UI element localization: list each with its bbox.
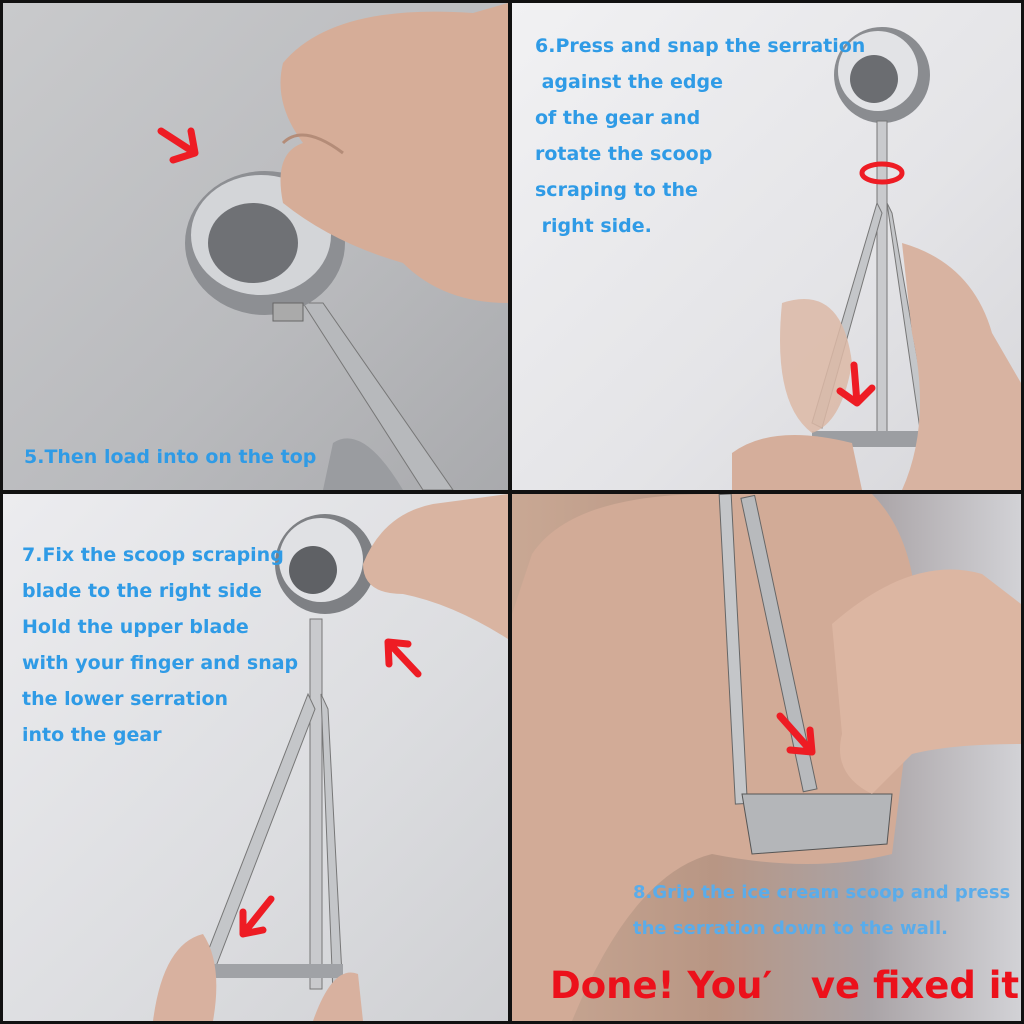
caption-line: 7.Fix the scoop scraping [22,544,284,566]
arrow-icon [239,895,275,938]
caption-line: 6.Press and snap the serration [535,35,866,57]
step6-photo [732,27,1021,490]
caption-line: scraping to the [535,179,698,201]
caption-line: into the gear [22,724,162,746]
arrow-icon [776,712,816,756]
step5-photo [157,3,508,490]
done-message: Done! You′ ve fixed it! [550,964,1021,1007]
step5-caption: 5.Then load into on the top [24,446,317,468]
step8-caption: 8.Grip the ice cream scoop and press the … [633,875,1010,947]
step7-photo [153,494,508,1021]
step7-caption: 7.Fix the scoop scraping blade to the rig… [22,537,298,753]
step7-panel: 7.Fix the scoop scraping blade to the rig… [3,494,508,1021]
step6-caption: 6.Press and snap the serration against t… [535,28,865,244]
caption-line: 8.Grip the ice cream scoop and press [633,882,1011,903]
arrow-icon [836,361,876,407]
caption-line: of the gear and [535,107,701,129]
caption-line: blade to the right side [22,580,262,602]
arrow-icon [384,638,422,678]
caption-line: against the edge [535,71,723,93]
arrow-icon [157,127,199,164]
caption-line: Hold the upper blade [22,616,249,638]
caption-line: right side. [535,215,652,237]
caption-line: the serration down to the wall. [633,918,948,939]
caption-line: rotate the scoop [535,143,713,165]
step5-panel: 5.Then load into on the top [3,3,508,490]
step8-panel: 8.Grip the ice cream scoop and press the … [512,494,1021,1021]
step8-photo [512,494,1021,1021]
caption-line: the lower serration [22,688,229,710]
rotate-arrow-icon [859,161,905,185]
caption-line: with your finger and snap [22,652,299,674]
step6-panel: 6.Press and snap the serration against t… [512,3,1021,490]
